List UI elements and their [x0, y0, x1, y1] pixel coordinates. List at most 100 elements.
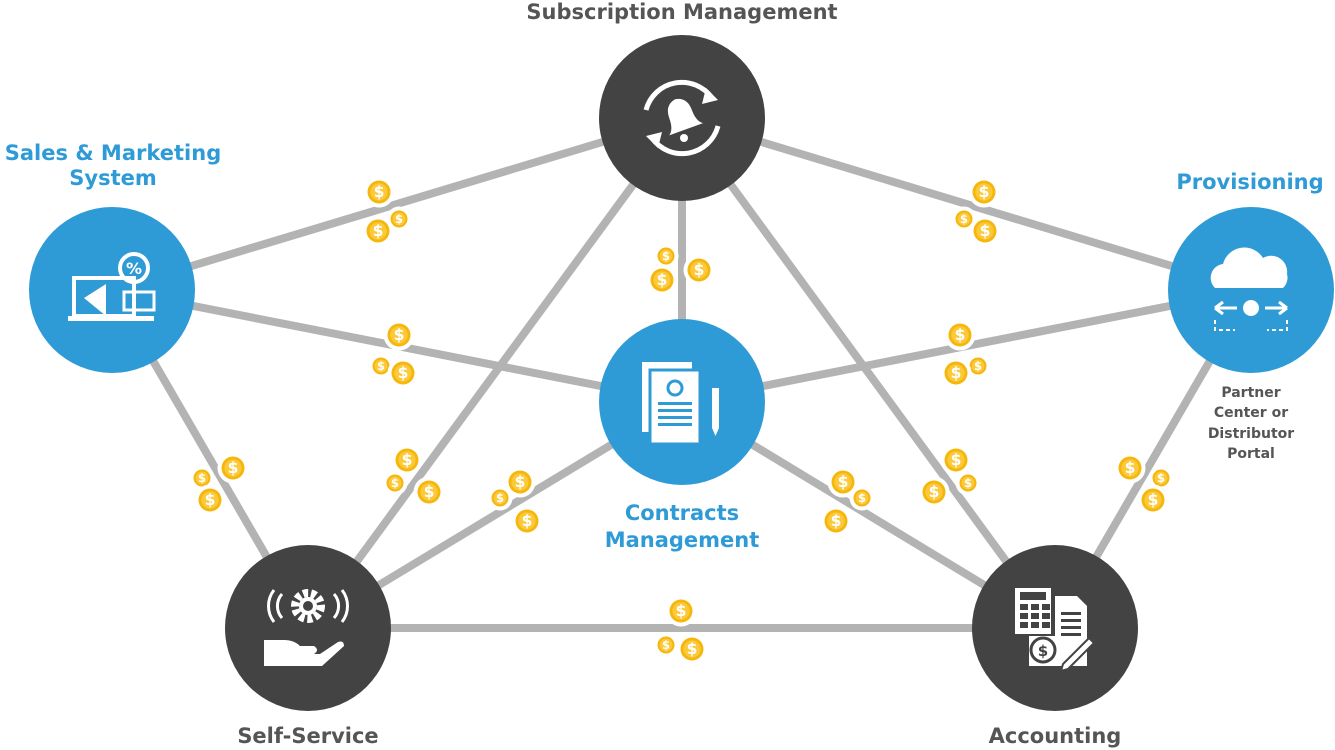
dollar-coin-icon: $	[849, 485, 875, 511]
sales-label: Sales & Marketing System	[0, 141, 226, 191]
dollar-coin-icon: $	[918, 476, 950, 508]
svg-text:$: $	[424, 483, 435, 501]
dollar-coin-icon: $	[653, 243, 679, 269]
svg-text:$: $	[394, 326, 405, 344]
contract-document-icon	[642, 362, 719, 446]
coin-cluster: $ $ $	[653, 595, 708, 665]
dollar-coin-icon: $	[504, 466, 536, 498]
svg-text:$: $	[951, 364, 962, 382]
coin-cluster: $ $ $	[368, 319, 419, 389]
svg-text:$: $	[205, 491, 216, 509]
coin-cluster: $$$	[382, 444, 445, 508]
sublabel-line: Partner	[1221, 385, 1281, 401]
dollar-coin-icon: $	[382, 470, 408, 496]
svg-text:$: $	[694, 261, 705, 279]
dollar-coin-icon: $	[968, 176, 1000, 208]
contracts-node	[599, 319, 765, 485]
accounting-node: $	[972, 545, 1138, 711]
dollar-coin-icon: $	[646, 264, 678, 296]
coin-cluster: $$$	[918, 444, 981, 508]
dollar-coin-icon: $	[965, 353, 991, 379]
dollar-coin-icon: $	[487, 485, 513, 511]
dollar-coin-icon: $	[969, 215, 1001, 247]
svg-text:$: $	[838, 473, 849, 491]
cloud-sync-icon	[1210, 247, 1288, 331]
dollar-coin-icon: $	[386, 206, 412, 232]
svg-text:$: $	[858, 491, 866, 505]
svg-text:$: $	[676, 602, 687, 620]
dollar-coin-icon: $	[189, 465, 215, 491]
dollar-coin-icon: $	[951, 206, 977, 232]
dollar-coin-icon: $	[1137, 484, 1169, 516]
contracts-label-line1: Contracts	[624, 501, 740, 525]
dollar-coin-icon: $	[1114, 452, 1146, 484]
connection-subscription-selfservice	[304, 115, 686, 631]
selfservice-node	[225, 545, 391, 711]
svg-text:$: $	[979, 183, 990, 201]
selfservice-label: Self-Service	[237, 724, 379, 748]
coin-cluster: $ $ $	[951, 176, 1001, 247]
dollar-coin-icon: $	[368, 353, 394, 379]
coin-cluster: $$$	[487, 466, 543, 537]
svg-text:$: $	[1148, 491, 1159, 509]
provisioning-node	[1168, 207, 1334, 373]
svg-text:$: $	[951, 451, 962, 469]
contracts-label: Contracts Management	[572, 500, 792, 555]
connection-subscription-provisioning	[680, 114, 1253, 294]
dollar-coin-icon: $	[944, 319, 976, 351]
sales-label-line2: System	[69, 166, 157, 191]
svg-text:$: $	[398, 364, 409, 382]
dollar-coin-icon: $	[653, 632, 679, 658]
dollar-coin-icon: $	[391, 444, 423, 476]
coin-cluster: $ $ $	[362, 176, 412, 247]
hand-gear-icon	[264, 589, 349, 666]
dollar-coin-icon: $	[363, 176, 395, 208]
svg-text:$: $	[1125, 459, 1136, 477]
svg-text:$: $	[377, 359, 385, 373]
dollar-coin-icon: $	[940, 444, 972, 476]
dollar-coin-icon: $	[827, 466, 859, 498]
svg-text:$: $	[228, 459, 239, 477]
dollar-coin-icon: $	[511, 505, 543, 537]
svg-text:$: $	[974, 359, 982, 373]
svg-text:$: $	[374, 183, 385, 201]
dollar-coin-icon: $	[362, 215, 394, 247]
svg-text:$: $	[1157, 471, 1165, 485]
coin-cluster: $ $ $	[189, 452, 249, 516]
sublabel-line: Distributor	[1207, 425, 1295, 442]
sales-node: %	[29, 207, 195, 373]
coin-cluster: $$$	[646, 243, 715, 296]
dollar-coin-icon: $	[683, 254, 715, 286]
provisioning-sublabel: Partner Center or Distributor Portal	[1180, 383, 1322, 464]
provisioning-label: Provisioning	[1176, 170, 1324, 194]
dollar-coin-icon: $	[940, 357, 972, 389]
marketing-megaphone-icon: %	[68, 252, 156, 321]
svg-text:$: $	[831, 512, 842, 530]
svg-text:$: $	[687, 640, 698, 658]
svg-text:$: $	[373, 222, 384, 240]
svg-text:$: $	[960, 212, 968, 226]
dollar-coin-icon: $	[1148, 465, 1174, 491]
svg-text:$: $	[980, 222, 991, 240]
svg-text:$: $	[515, 473, 526, 491]
svg-text:$: $	[964, 476, 972, 490]
dollar-coin-icon: $	[194, 484, 226, 516]
dollar-coin-icon: $	[413, 476, 445, 508]
svg-text:$: $	[662, 638, 670, 652]
coin-cluster: $ $ $	[820, 466, 875, 537]
svg-text:$: $	[395, 212, 403, 226]
svg-text:$: $	[198, 471, 206, 485]
bell-refresh-icon	[643, 79, 721, 157]
svg-text:$: $	[402, 451, 413, 469]
subscription-label: Subscription Management	[526, 0, 838, 24]
coin-cluster: $ $ $	[1114, 452, 1174, 516]
coin-clusters: $$$$$$$$$$$$$$$$$$$$$$$$$$$$$$$$$$$$	[189, 176, 1174, 665]
dollar-coin-icon: $	[955, 470, 981, 496]
svg-text:$: $	[929, 483, 940, 501]
connection-subscription-sales	[110, 114, 684, 294]
dollar-coin-icon: $	[676, 633, 708, 665]
svg-text:$: $	[955, 326, 966, 344]
svg-text:$: $	[1038, 642, 1048, 660]
dollar-coin-icon: $	[665, 595, 697, 627]
